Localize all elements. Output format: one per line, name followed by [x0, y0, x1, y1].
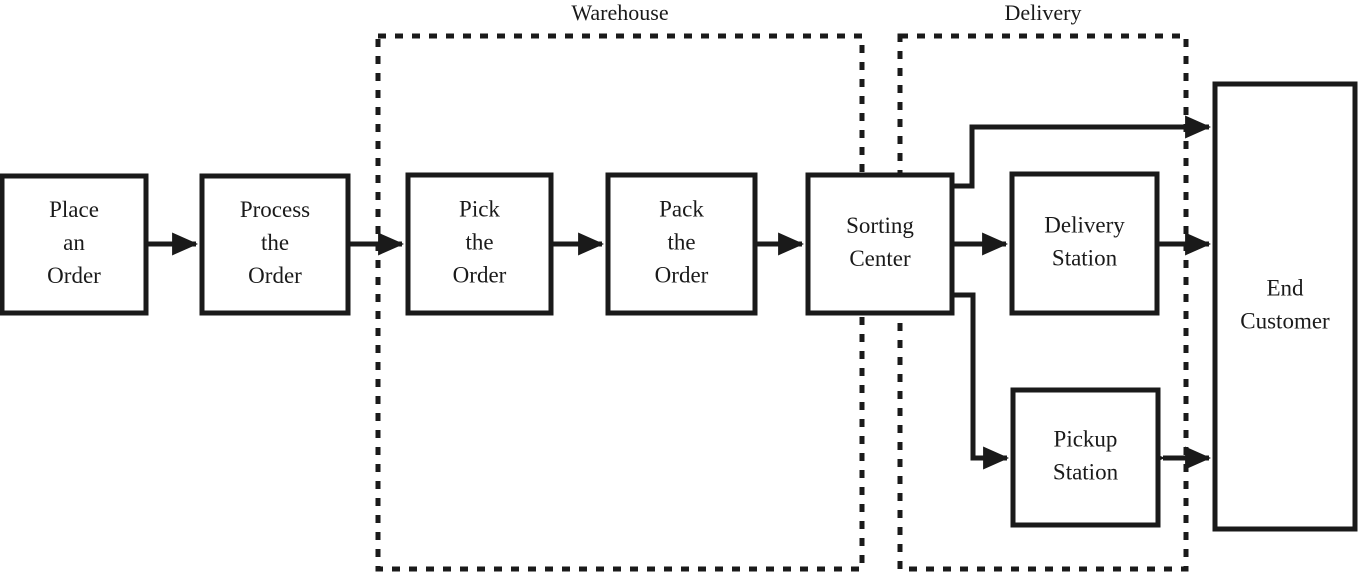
node-label-pickup-station: Pickup [1054, 426, 1118, 451]
node-box-pickup-station [1010, 387, 1161, 528]
node-label-pick-the-order: Order [453, 262, 507, 287]
node-label-process-the-order: the [261, 230, 289, 255]
node-label-place-an-order: Order [47, 263, 101, 288]
zone-label-delivery: Delivery [1005, 0, 1082, 25]
node-label-end-customer: End [1266, 275, 1304, 300]
node-label-place-an-order: Place [49, 197, 99, 222]
node-box-pack-the-order [605, 172, 758, 316]
nodes-layer: PlaceanOrderProcesstheOrderPicktheOrderP… [0, 81, 1358, 532]
edge-sorting-to-end-customer [952, 115, 1212, 189]
node-label-sorting-center: Center [849, 246, 911, 271]
node-label-delivery-station: Delivery [1044, 212, 1125, 237]
node-label-delivery-station: Station [1052, 245, 1118, 270]
zone-label-warehouse: Warehouse [571, 0, 668, 25]
node-box-delivery-station [1009, 171, 1160, 316]
node-label-place-an-order: an [63, 230, 85, 255]
zone-boundary-delivery [897, 33, 1189, 572]
node-label-process-the-order: Process [240, 197, 310, 222]
edge-sorting-to-pickup-station [952, 292, 1010, 470]
node-label-end-customer: Customer [1240, 308, 1330, 333]
edges-layer [146, 115, 1212, 470]
node-label-process-the-order: Order [248, 263, 302, 288]
node-label-pack-the-order: the [667, 229, 695, 254]
node-label-pack-the-order: Pack [659, 196, 704, 221]
node-label-pick-the-order: Pick [459, 196, 500, 221]
node-box-end-customer [1212, 81, 1358, 532]
zone-labels-layer: Warehouse Delivery [571, 0, 1081, 25]
node-label-pickup-station: Station [1053, 459, 1119, 484]
node-box-process-the-order [199, 173, 351, 316]
node-box-sorting-center [805, 172, 955, 316]
node-label-pack-the-order: Order [655, 262, 709, 287]
node-box-pick-the-order [405, 172, 554, 316]
node-box-place-an-order [0, 173, 149, 316]
node-label-pick-the-order: the [465, 229, 493, 254]
node-label-sorting-center: Sorting [846, 213, 914, 238]
